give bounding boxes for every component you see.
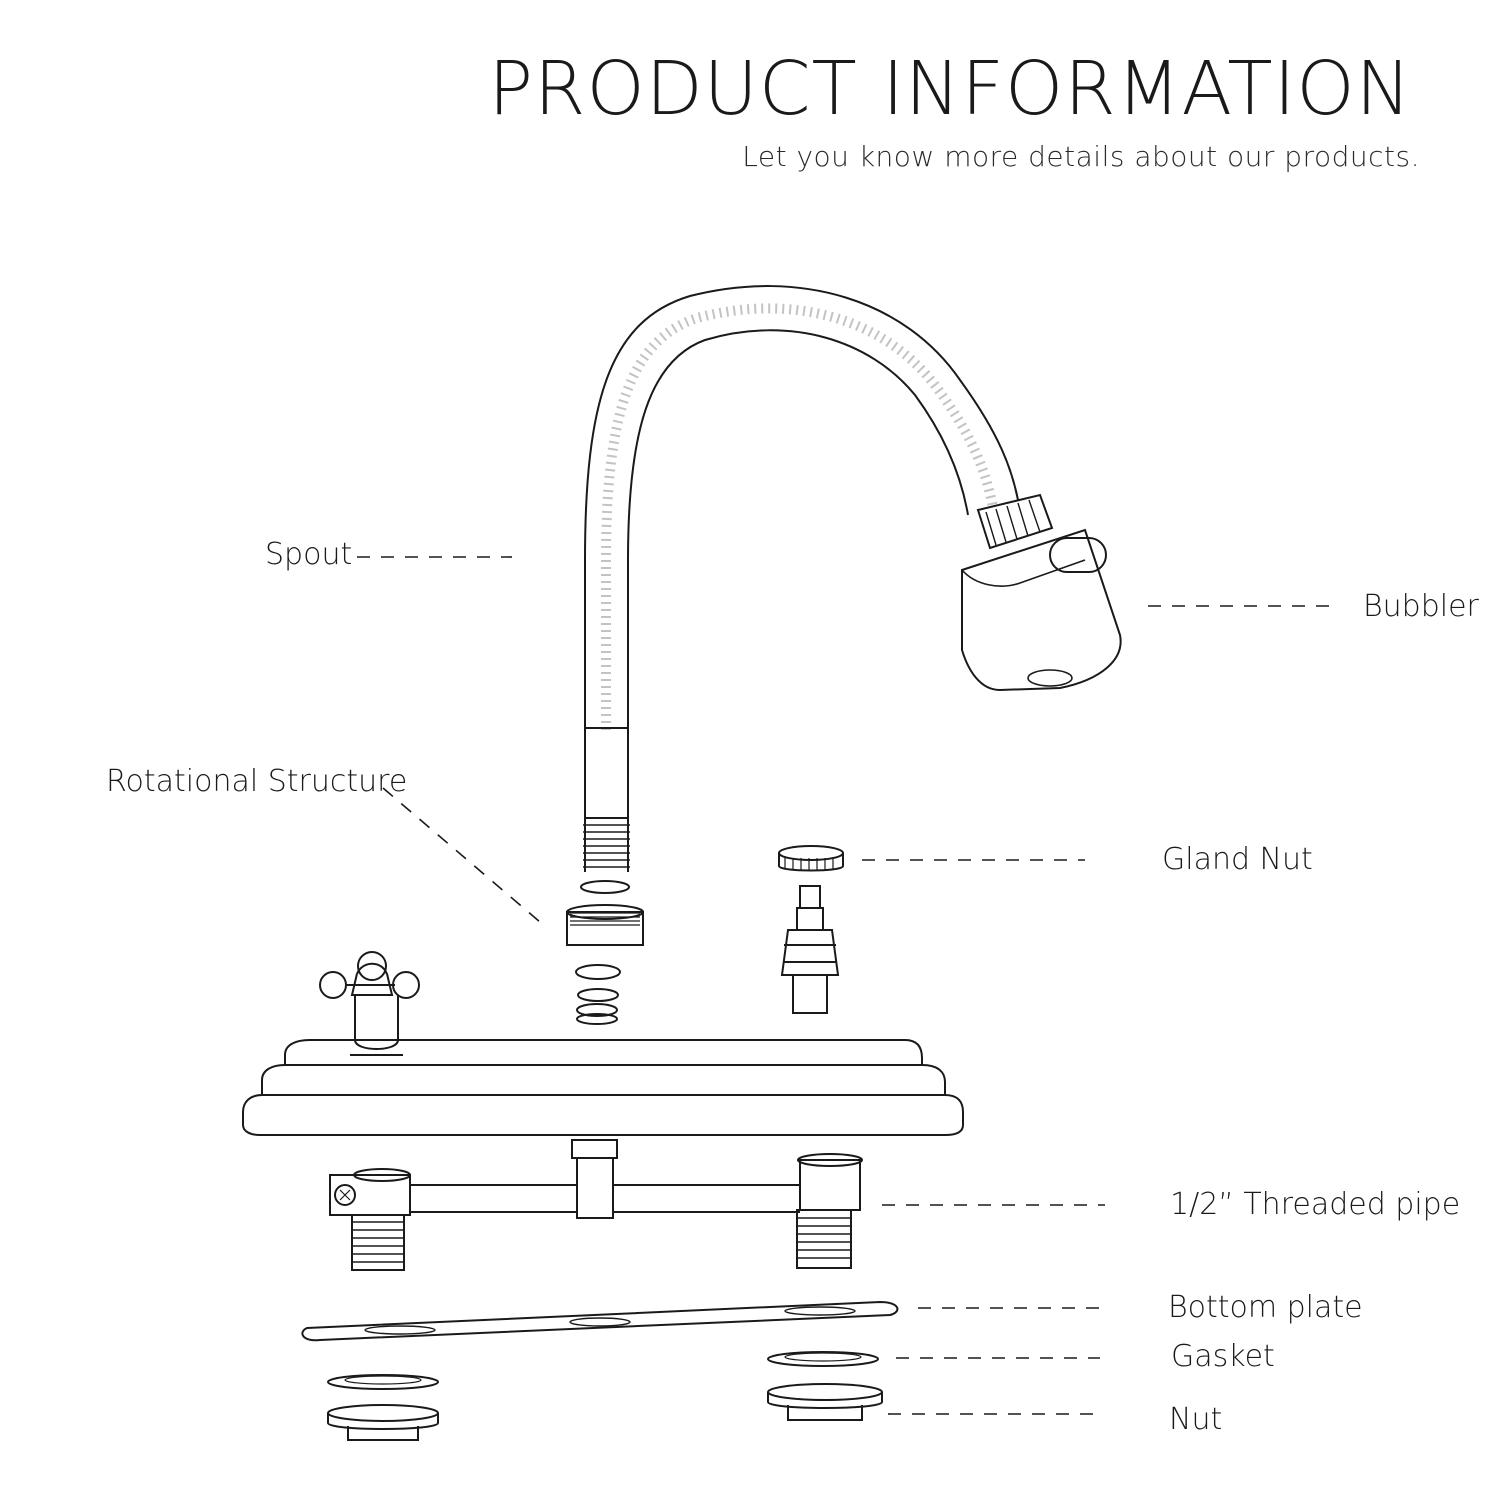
- label-gland-nut: Gland Nut: [1162, 842, 1313, 877]
- label-spout: Spout: [265, 537, 353, 572]
- spout-hose: [583, 286, 1018, 872]
- label-bubbler: Bubbler: [1363, 589, 1479, 624]
- nuts: [328, 1384, 882, 1440]
- label-nut: Nut: [1169, 1402, 1223, 1437]
- page-subtitle: Let you know more details about our prod…: [742, 140, 1420, 173]
- label-threaded-pipe: 1/2” Threaded pipe: [1170, 1187, 1461, 1222]
- label-rotational-structure: Rotational Structure: [106, 764, 408, 799]
- page-title: PRODUCT INFORMATION: [488, 46, 1412, 132]
- leader-lines: [357, 557, 1330, 1414]
- bubbler-head: [962, 495, 1121, 690]
- bottom-plate: [302, 1302, 897, 1340]
- leader-rotational: [383, 788, 540, 922]
- deck-plate: [243, 1040, 963, 1135]
- label-gasket: Gasket: [1171, 1339, 1275, 1374]
- gaskets: [328, 1352, 878, 1389]
- gland-nut-and-cartridge: [779, 846, 843, 1013]
- label-bottom-plate: Bottom plate: [1168, 1290, 1363, 1325]
- threaded-pipe-assembly: [330, 1140, 862, 1270]
- rotational-structure-parts: [567, 881, 643, 1024]
